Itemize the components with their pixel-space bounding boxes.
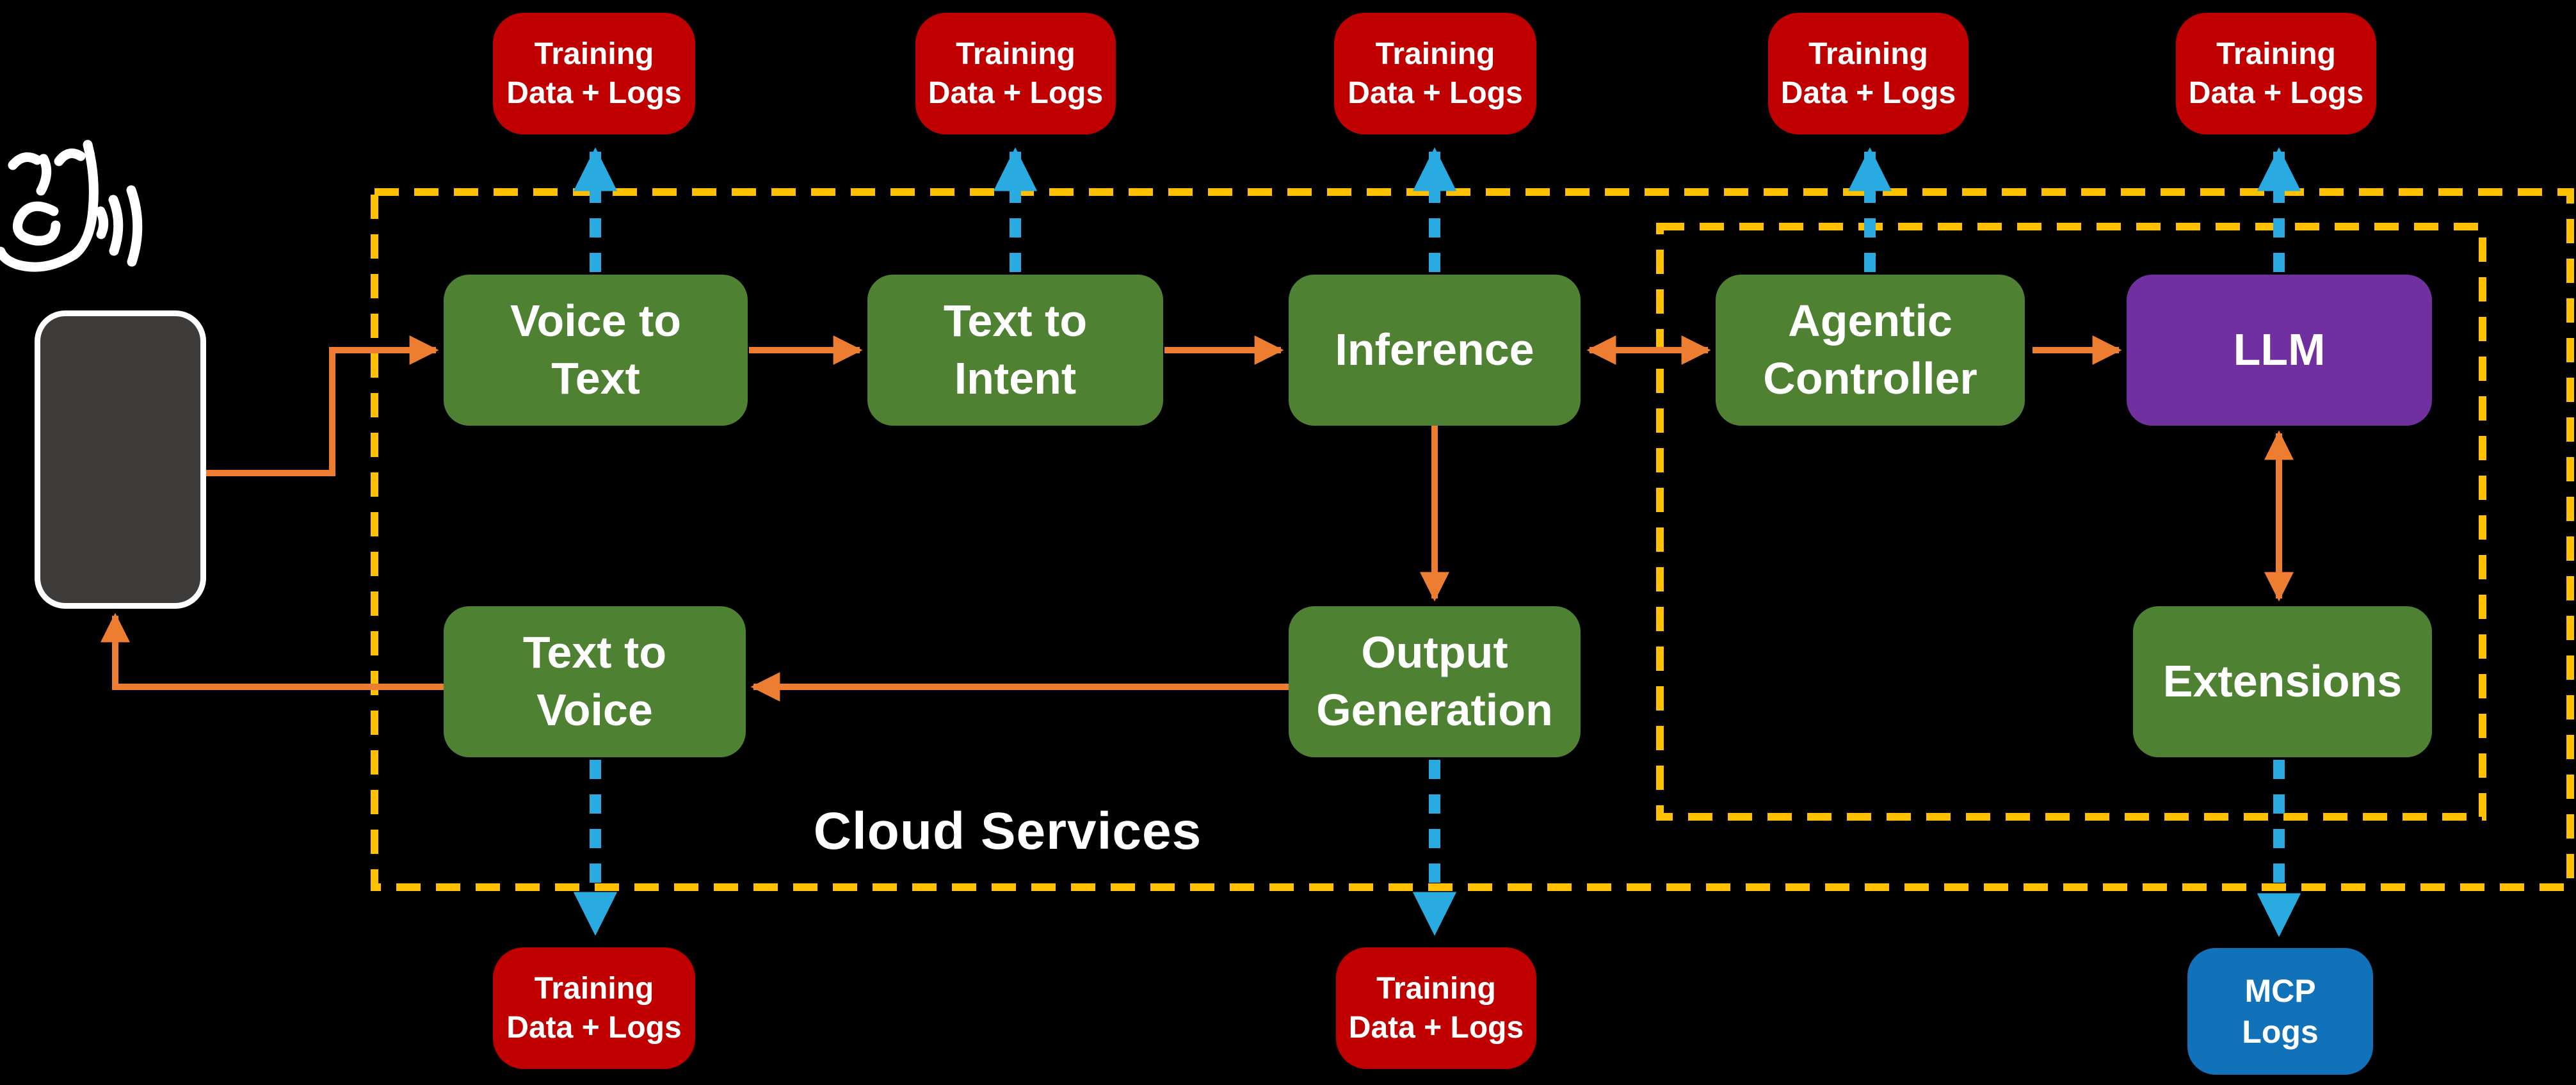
- speaking-face-icon: [0, 140, 143, 272]
- extensions-node: Extensions: [2133, 606, 2432, 757]
- smartphone-device: [35, 310, 206, 609]
- training-data-logs-store: Training Data + Logs: [493, 947, 695, 1069]
- training-data-logs-store: Training Data + Logs: [493, 13, 695, 134]
- output-generation-node: Output Generation: [1289, 606, 1581, 757]
- training-data-logs-store: Training Data + Logs: [1768, 13, 1968, 134]
- training-data-logs-store: Training Data + Logs: [915, 13, 1116, 134]
- text-to-voice-node: Text to Voice: [444, 606, 746, 757]
- cloud-services-boundary: [371, 188, 2574, 891]
- text-to-intent-node: Text to Intent: [867, 275, 1163, 426]
- voice-to-text-node: Voice to Text: [444, 275, 748, 426]
- agentic-controller-node: Agentic Controller: [1716, 275, 2025, 426]
- agentic-boundary: [1656, 223, 2486, 821]
- llm-node: LLM: [2127, 275, 2432, 426]
- arrow-device-to-voice-to-text: [205, 335, 439, 476]
- training-data-logs-store: Training Data + Logs: [1334, 13, 1536, 134]
- cloud-services-group-label: Cloud Services: [813, 802, 1202, 860]
- arrow-text-to-voice-to-device: [101, 613, 444, 690]
- inference-node: Inference: [1289, 275, 1581, 426]
- training-data-logs-store: Training Data + Logs: [1336, 947, 1536, 1069]
- training-data-logs-store: Training Data + Logs: [2176, 13, 2376, 134]
- mcp-logs-store: MCP Logs: [2187, 948, 2373, 1075]
